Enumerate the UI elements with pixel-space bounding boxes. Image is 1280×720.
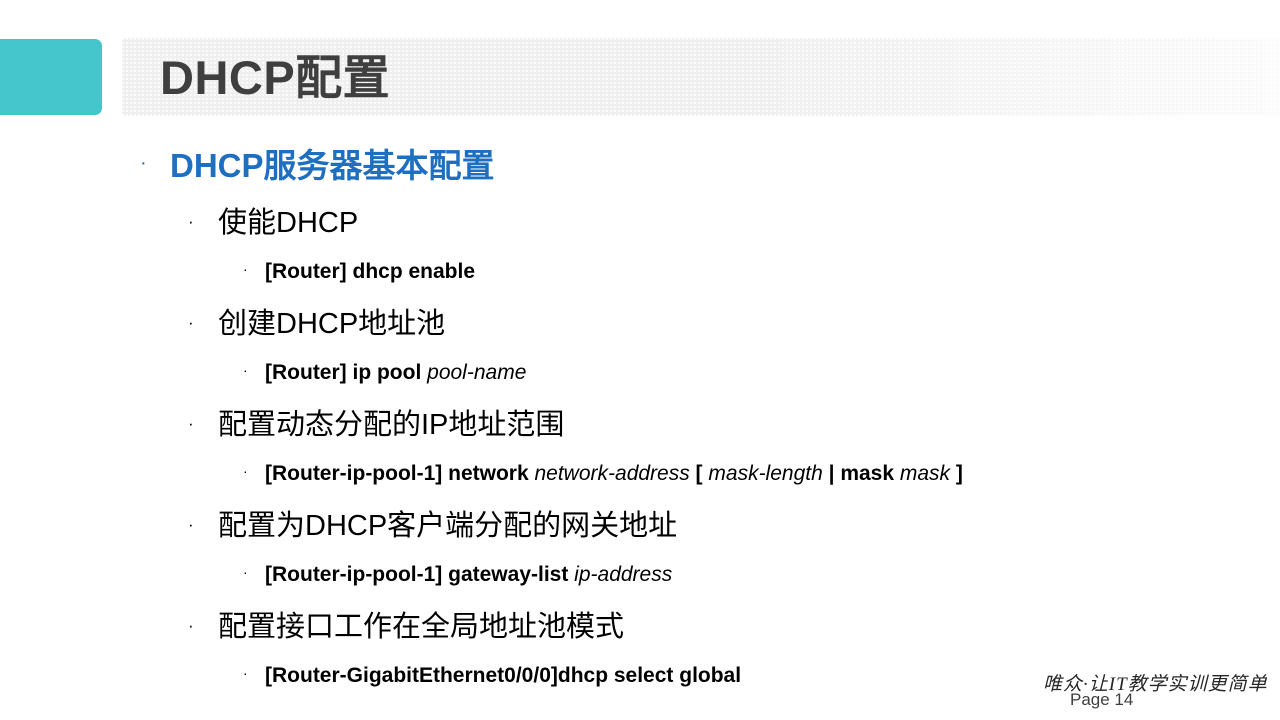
bullet-level2: · 使能DHCP	[188, 198, 1280, 248]
command-token: mask-length	[708, 461, 823, 485]
command-token: [Router-ip-pool-1] gateway-list	[265, 562, 575, 586]
bullet-level2: · 配置为DHCP客户端分配的网关地址	[188, 501, 1280, 551]
command-token: |	[822, 461, 841, 485]
command-line: [Router-ip-pool-1] gateway-list ip-addre…	[265, 564, 672, 585]
bullet-marker-level2: ·	[188, 312, 194, 332]
bullet-level3: · [Router-ip-pool-1] gateway-list ip-add…	[243, 554, 1280, 594]
command-token: [Router] dhcp enable	[265, 259, 476, 283]
page-number: Page 14	[1070, 690, 1134, 709]
command-line: [Router] dhcp enable	[265, 261, 475, 282]
command-token: mask	[840, 461, 895, 485]
bullet-level3: · [Router-GigabitEthernet0/0/0]dhcp sele…	[243, 655, 1280, 695]
bullet-marker-level2: ·	[188, 514, 194, 534]
bullet-marker-level2: ·	[188, 211, 194, 231]
slide-body: · DHCP服务器基本配置 · 使能DHCP · [Router] dhcp e…	[0, 140, 1280, 695]
command-token: ip-address	[574, 562, 673, 586]
page-title: DHCP配置	[160, 51, 391, 104]
command-token: pool-name	[427, 360, 527, 384]
command-token: [Router-GigabitEthernet0/0/0]dhcp select…	[265, 663, 742, 687]
bullet-marker-level2: ·	[188, 615, 194, 635]
bullet-level3: · [Router-ip-pool-1] network network-add…	[243, 453, 1280, 493]
bullet-level2-label: 使能DHCP	[218, 206, 359, 239]
bullet-level2-label: 配置为DHCP客户端分配的网关地址	[218, 509, 678, 542]
bullet-marker-level3: ·	[243, 665, 248, 681]
command-token: [Router-ip-pool-1] network	[265, 461, 535, 485]
command-line: [Router] ip pool pool-name	[265, 362, 526, 383]
slide-header: DHCP配置	[0, 38, 1280, 116]
bullet-level2-label: 配置接口工作在全局地址池模式	[218, 610, 625, 643]
header-teal-block	[0, 39, 102, 115]
bullet-level1: · DHCP服务器基本配置	[140, 140, 1280, 190]
bullet-marker-level3: ·	[243, 564, 248, 580]
bullet-level2-label: 配置动态分配的IP地址范围	[218, 408, 565, 441]
bullet-marker-level3: ·	[243, 261, 248, 277]
bullet-marker-level2: ·	[188, 413, 194, 433]
bullet-level3: · [Router] ip pool pool-name	[243, 352, 1280, 392]
bullet-level2: · 配置动态分配的IP地址范围	[188, 400, 1280, 450]
bullet-level2-label: 创建DHCP地址池	[218, 307, 446, 340]
bullet-level1-label: DHCP服务器基本配置	[170, 146, 495, 184]
command-token: network-address	[534, 461, 690, 485]
brand-watermark: 唯众·让IT教学实训更简单	[1043, 674, 1268, 695]
bullet-marker-level1: ·	[140, 152, 147, 174]
bullet-level2: · 配置接口工作在全局地址池模式	[188, 602, 1280, 652]
command-token: ]	[950, 461, 963, 485]
command-token: [	[689, 461, 709, 485]
header-gray-band	[122, 38, 1280, 116]
bullet-level2: · 创建DHCP地址池	[188, 299, 1280, 349]
command-line: [Router-ip-pool-1] network network-addre…	[265, 463, 963, 484]
command-line: [Router-GigabitEthernet0/0/0]dhcp select…	[265, 665, 741, 686]
bullet-marker-level3: ·	[243, 463, 248, 479]
command-token: mask	[894, 461, 951, 485]
command-token: [Router] ip pool	[265, 360, 428, 384]
bullet-marker-level3: ·	[243, 362, 248, 378]
bullet-level3: · [Router] dhcp enable	[243, 251, 1280, 291]
